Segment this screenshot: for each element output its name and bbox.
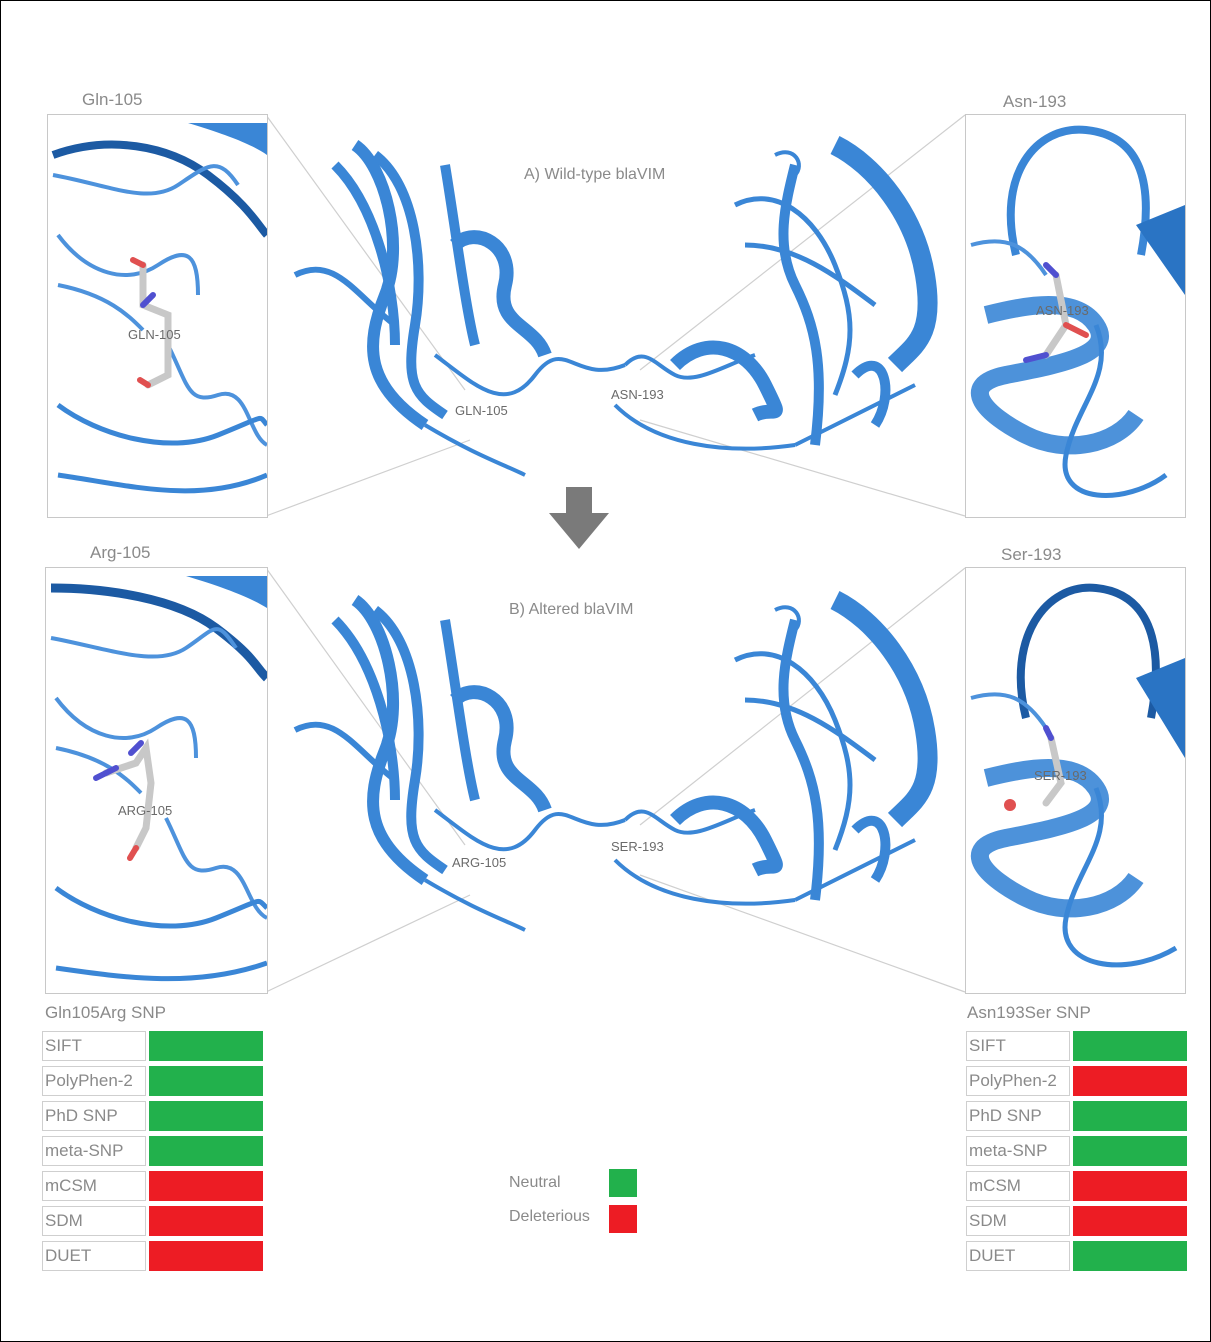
right-table-title: Asn193Ser SNP bbox=[967, 1003, 1091, 1023]
inset-title-a-right: Asn-193 bbox=[1003, 92, 1066, 112]
residue-label: SER-193 bbox=[1034, 768, 1087, 783]
ribbon-closeup: SER-193 bbox=[966, 568, 1185, 993]
tool-name: SDM bbox=[966, 1206, 1070, 1236]
center-residue-label-right: ASN-193 bbox=[611, 387, 664, 402]
legend-neutral-label: Neutral bbox=[509, 1174, 561, 1192]
tool-name: PhD SNP bbox=[42, 1101, 146, 1131]
inset-b-left: ARG-105 bbox=[45, 567, 268, 994]
inset-a-left: GLN-105 bbox=[47, 114, 268, 518]
tool-name: meta-SNP bbox=[42, 1136, 146, 1166]
tool-name: meta-SNP bbox=[966, 1136, 1070, 1166]
legend-deleterious-label: Deleterious bbox=[509, 1208, 590, 1226]
left-table-title: Gln105Arg SNP bbox=[45, 1003, 166, 1023]
ribbon-closeup: ASN-193 bbox=[966, 115, 1185, 517]
residue-label: GLN-105 bbox=[128, 327, 181, 342]
prediction-cell-deleterious bbox=[149, 1206, 263, 1236]
tool-name: PolyPhen-2 bbox=[966, 1066, 1070, 1096]
prediction-cell-deleterious bbox=[149, 1171, 263, 1201]
ribbon-closeup: GLN-105 bbox=[48, 115, 267, 517]
protein-structure-b: ARG-105 SER-193 bbox=[275, 580, 965, 940]
legend-deleterious-swatch bbox=[609, 1205, 637, 1233]
left-snp-table: SIFT PolyPhen-2PhD SNP meta-SNP mCSM SDM DUET bbox=[42, 1031, 264, 1276]
prediction-cell-deleterious bbox=[1073, 1066, 1187, 1096]
center-residue-label-left: ARG-105 bbox=[452, 855, 506, 870]
prediction-cell-neutral bbox=[1073, 1136, 1187, 1166]
ribbon-closeup: ARG-105 bbox=[46, 568, 267, 993]
tool-name: PolyPhen-2 bbox=[42, 1066, 146, 1096]
prediction-cell-deleterious bbox=[1073, 1206, 1187, 1236]
right-snp-table: SIFT PolyPhen-2PhD SNP meta-SNP mCSM SDM DUET bbox=[966, 1031, 1188, 1276]
protein-structure-a: GLN-105 ASN-193 bbox=[275, 125, 965, 485]
inset-title-b-left: Arg-105 bbox=[90, 543, 150, 563]
legend-neutral-swatch bbox=[609, 1169, 637, 1197]
tool-name: SDM bbox=[42, 1206, 146, 1236]
inset-b-right: SER-193 bbox=[965, 567, 1186, 994]
tool-name: SIFT bbox=[966, 1031, 1070, 1061]
prediction-cell-neutral bbox=[1073, 1101, 1187, 1131]
prediction-cell-neutral bbox=[1073, 1031, 1187, 1061]
inset-a-right: ASN-193 bbox=[965, 114, 1186, 518]
center-residue-label-left: GLN-105 bbox=[455, 403, 508, 418]
center-residue-label-right: SER-193 bbox=[611, 839, 664, 854]
prediction-cell-neutral bbox=[149, 1101, 263, 1131]
tool-name: SIFT bbox=[42, 1031, 146, 1061]
tool-name: PhD SNP bbox=[966, 1101, 1070, 1131]
prediction-cell-deleterious bbox=[149, 1241, 263, 1271]
prediction-cell-deleterious bbox=[1073, 1171, 1187, 1201]
tool-name: DUET bbox=[42, 1241, 146, 1271]
tool-name: mCSM bbox=[966, 1171, 1070, 1201]
prediction-cell-neutral bbox=[149, 1136, 263, 1166]
prediction-cell-neutral bbox=[149, 1031, 263, 1061]
residue-label: ASN-193 bbox=[1036, 303, 1089, 318]
residue-label: ARG-105 bbox=[118, 803, 172, 818]
tool-name: DUET bbox=[966, 1241, 1070, 1271]
inset-title-a-left: Gln-105 bbox=[82, 90, 142, 110]
tool-name: mCSM bbox=[42, 1171, 146, 1201]
inset-title-b-right: Ser-193 bbox=[1001, 545, 1061, 565]
prediction-cell-neutral bbox=[1073, 1241, 1187, 1271]
prediction-cell-neutral bbox=[149, 1066, 263, 1096]
down-arrow-icon bbox=[549, 487, 609, 551]
